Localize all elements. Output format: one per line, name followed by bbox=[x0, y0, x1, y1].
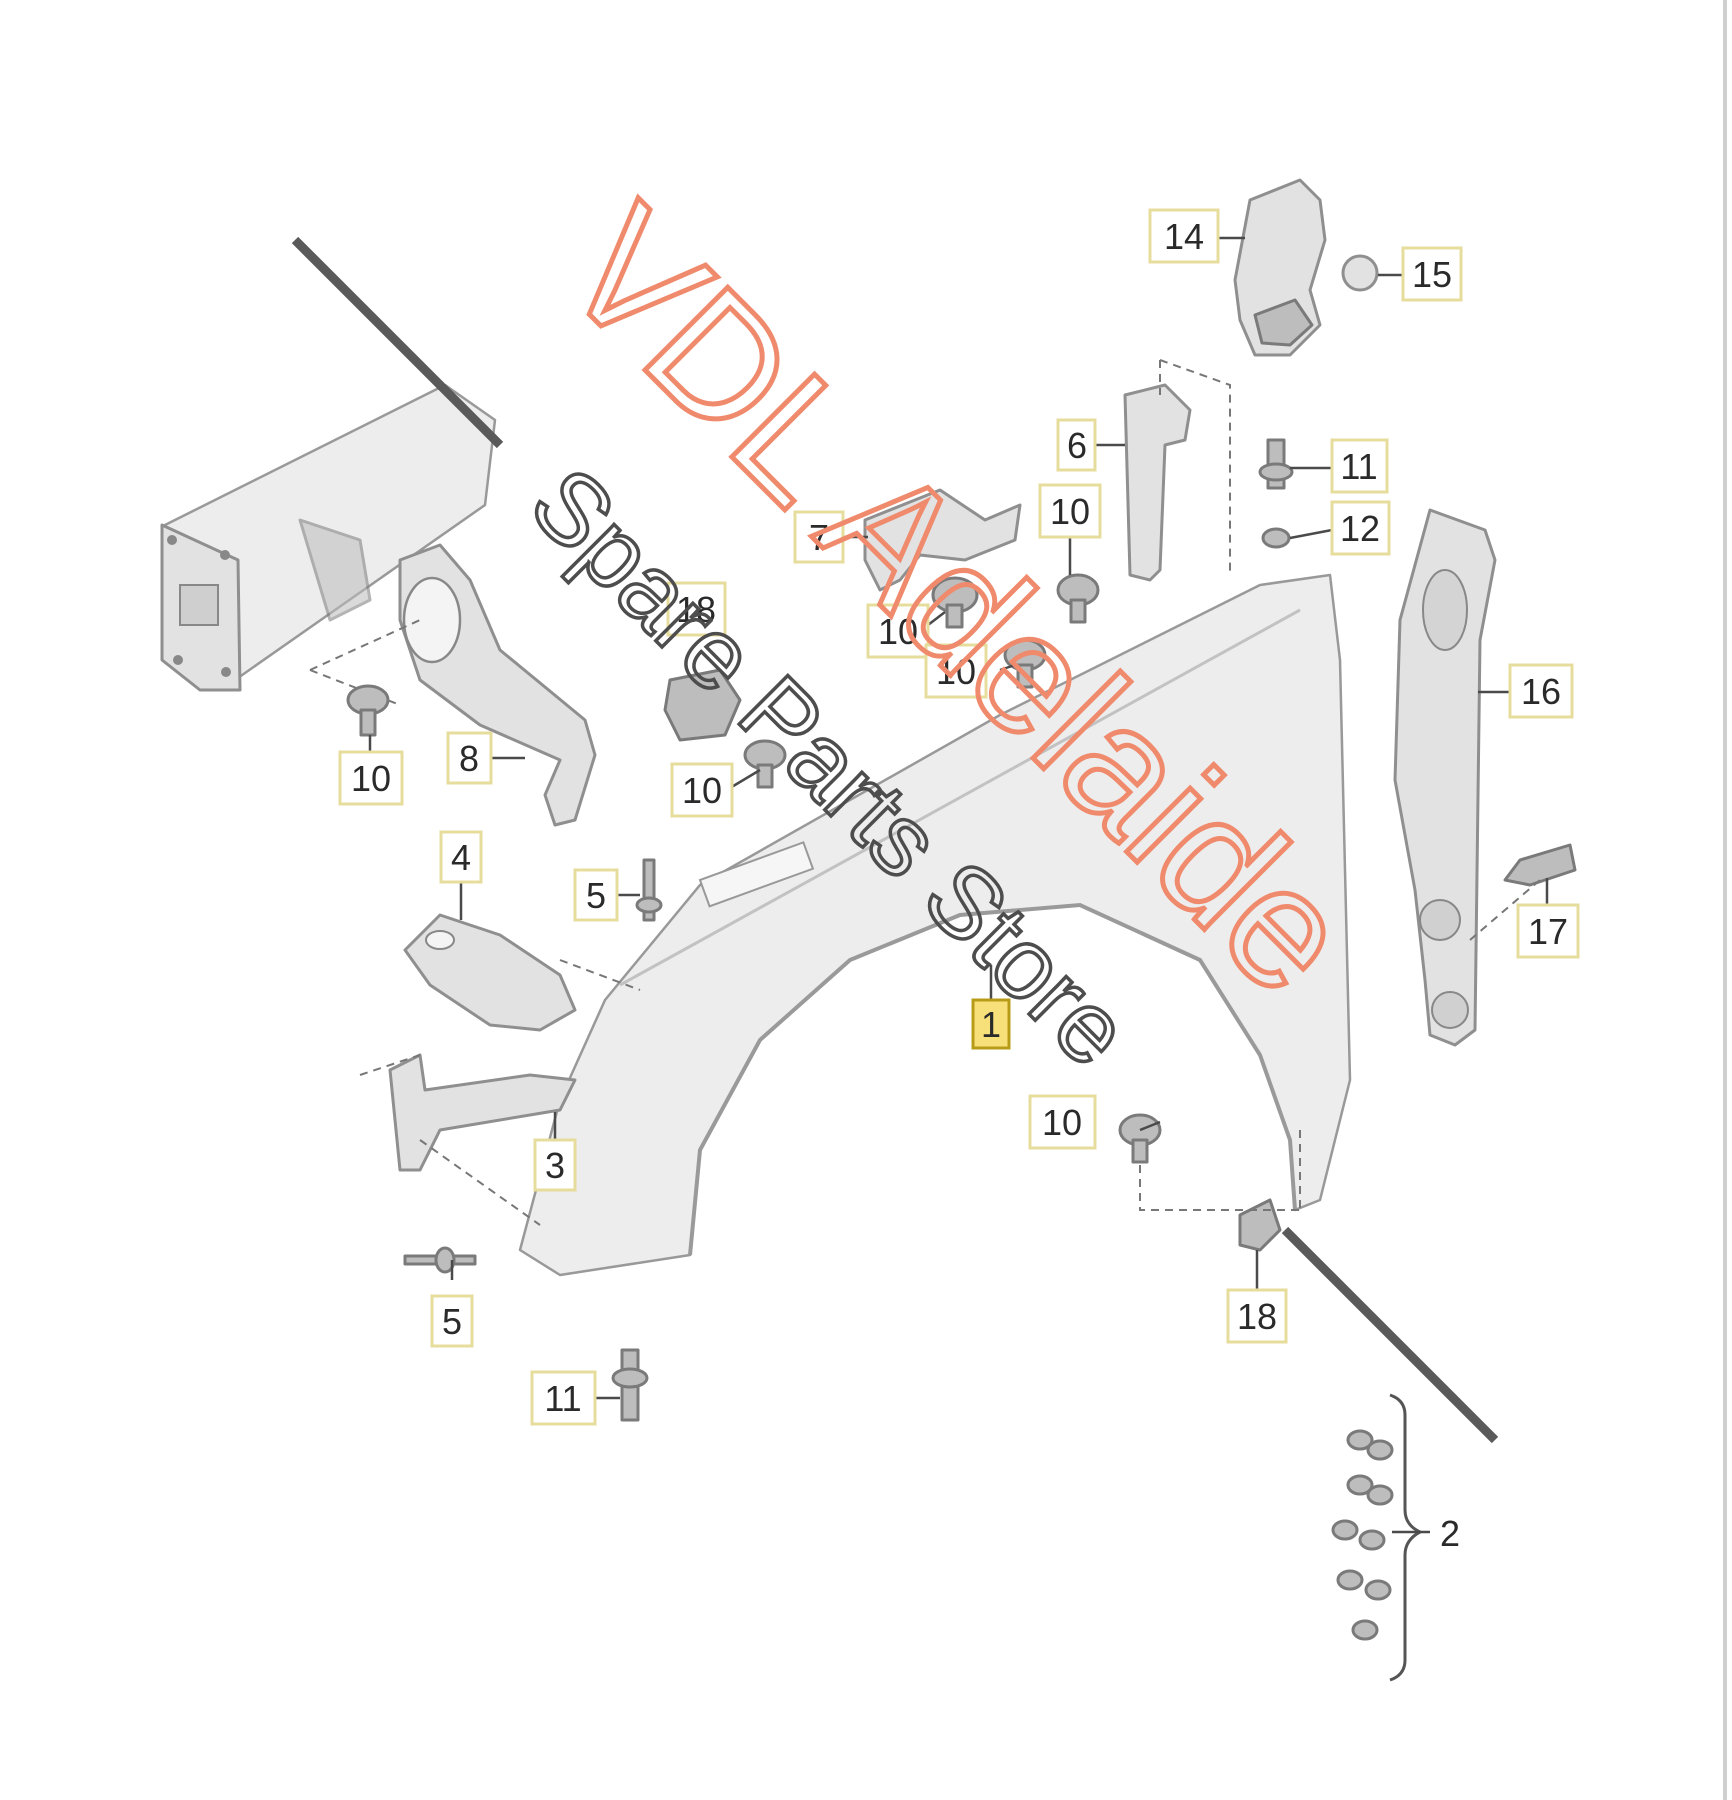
svg-text:10: 10 bbox=[1042, 1102, 1082, 1143]
svg-text:14: 14 bbox=[1164, 216, 1204, 257]
bracket-part-8 bbox=[398, 543, 597, 827]
callout-11b: 11 bbox=[530, 1370, 597, 1426]
callout-5b: 5 bbox=[430, 1294, 474, 1348]
bolt-part-11b bbox=[611, 1348, 649, 1422]
dashed-guides-left bbox=[309, 619, 421, 706]
callout-5a: 5 bbox=[573, 868, 619, 922]
callout-10a: 10 bbox=[338, 750, 404, 806]
svg-text:5: 5 bbox=[586, 875, 606, 916]
pin-part-5b bbox=[403, 1246, 477, 1274]
callout-15: 15 bbox=[1401, 246, 1463, 302]
bolt-part-10b bbox=[743, 739, 787, 789]
bolt-part-10d bbox=[1003, 638, 1047, 689]
svg-text:10: 10 bbox=[351, 758, 391, 799]
bolt-part-11a bbox=[1258, 438, 1294, 490]
bolt-part-10a bbox=[346, 684, 390, 737]
callout-10b: 10 bbox=[670, 762, 734, 818]
buffer-part-14 bbox=[1233, 178, 1327, 357]
svg-text:1: 1 bbox=[981, 1004, 1001, 1045]
callout-4: 4 bbox=[439, 830, 483, 884]
callout-11a: 11 bbox=[1330, 438, 1389, 494]
washer-part-12 bbox=[1261, 527, 1291, 549]
callout-17: 17 bbox=[1516, 903, 1580, 959]
svg-text:16: 16 bbox=[1521, 671, 1561, 712]
svg-text:2: 2 bbox=[1440, 1513, 1460, 1554]
dashed-guide-17 bbox=[1469, 879, 1541, 941]
callout-14: 14 bbox=[1148, 208, 1220, 264]
clip-part-17 bbox=[1503, 843, 1577, 887]
nut-part-15 bbox=[1341, 254, 1379, 292]
clip-part-18b bbox=[1238, 1198, 1282, 1252]
svg-text:6: 6 bbox=[1067, 425, 1087, 466]
fender-part-1 bbox=[518, 573, 1352, 1277]
svg-text:5: 5 bbox=[442, 1301, 462, 1342]
svg-text:11: 11 bbox=[544, 1378, 581, 1419]
callout-10d: 10 bbox=[924, 643, 988, 699]
svg-text:8: 8 bbox=[459, 738, 479, 779]
callout-6: 6 bbox=[1056, 418, 1097, 472]
dashed-guides-top bbox=[1159, 359, 1231, 575]
svg-text:10: 10 bbox=[1050, 491, 1090, 532]
pin-part-5a bbox=[635, 858, 663, 922]
clip-part-18a bbox=[663, 668, 742, 742]
dashed-guide-4 bbox=[559, 959, 641, 991]
dashed-guides-3 bbox=[359, 1054, 541, 1226]
svg-text:3: 3 bbox=[545, 1145, 565, 1186]
callout-2: 2 bbox=[1440, 1513, 1460, 1554]
svg-text:10: 10 bbox=[682, 770, 722, 811]
svg-text:17: 17 bbox=[1528, 911, 1568, 952]
svg-text:18: 18 bbox=[676, 589, 716, 630]
svg-text:12: 12 bbox=[1340, 508, 1380, 549]
bracket-part-4 bbox=[403, 913, 577, 1032]
watermark-bar-top bbox=[291, 236, 504, 449]
bolt-part-10e bbox=[1056, 573, 1100, 624]
callout-10f: 10 bbox=[1028, 1094, 1097, 1150]
watermark-bar-bottom bbox=[1281, 1226, 1499, 1444]
callout-1: 1 bbox=[971, 998, 1011, 1050]
callout-10e: 10 bbox=[1038, 483, 1102, 539]
bracket-part-6 bbox=[1123, 383, 1192, 582]
callout-18a: 18 bbox=[666, 581, 727, 637]
callout-10c: 10 bbox=[866, 603, 930, 659]
fastener-set-part-2 bbox=[1331, 1393, 1424, 1682]
callout-8: 8 bbox=[446, 731, 493, 785]
bracket-part-7 bbox=[863, 488, 1022, 592]
svg-text:18: 18 bbox=[1237, 1296, 1277, 1337]
svg-text:11: 11 bbox=[1340, 446, 1377, 487]
callout-18b: 18 bbox=[1226, 1288, 1288, 1344]
callout-3: 3 bbox=[533, 1138, 577, 1192]
svg-text:4: 4 bbox=[451, 837, 471, 878]
callout-16: 16 bbox=[1508, 663, 1574, 719]
callout-7: 7 bbox=[793, 510, 845, 564]
bolt-part-10f bbox=[1118, 1113, 1162, 1164]
front-member-part bbox=[160, 383, 497, 692]
callout-12: 12 bbox=[1330, 500, 1391, 556]
svg-text:10: 10 bbox=[878, 611, 918, 652]
svg-text:7: 7 bbox=[809, 517, 829, 558]
bolt-part-10c bbox=[931, 576, 979, 629]
trim-part-16 bbox=[1393, 508, 1497, 1047]
bracket-part-3 bbox=[388, 1053, 577, 1172]
svg-text:15: 15 bbox=[1412, 254, 1452, 295]
dashed-guides-bottom bbox=[1139, 1130, 1301, 1211]
svg-text:10: 10 bbox=[936, 651, 976, 692]
